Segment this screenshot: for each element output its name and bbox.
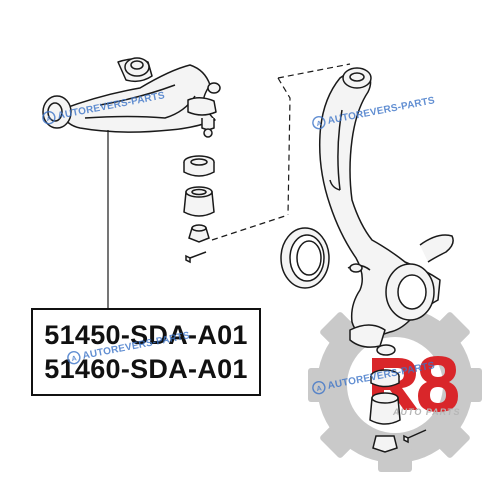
part-number-2: 51460-SDA-A01	[44, 354, 248, 384]
watermark-logo-icon: A	[312, 380, 326, 395]
watermark-3: A AUTOREVERS-PARTS	[66, 328, 191, 366]
watermark-4: A AUTOREVERS-PARTS	[311, 358, 436, 396]
part-number-1: 51450-SDA-A01	[44, 320, 248, 350]
part-number-box: 51450-SDA-A01 51460-SDA-A01	[31, 308, 261, 396]
svg-text:A: A	[71, 355, 77, 363]
upper-control-arm	[42, 57, 221, 138]
upper-ball-joint-parts	[183, 155, 215, 264]
watermark-2: A AUTOREVERS-PARTS	[311, 93, 436, 131]
watermark-1: A AUTOREVERS-PARTS	[41, 88, 166, 126]
lower-ball-joint-parts	[369, 344, 427, 453]
watermark-logo-icon: A	[42, 110, 56, 125]
dust-seal-ring	[280, 227, 330, 289]
watermark-logo-icon: A	[67, 350, 81, 365]
svg-text:A: A	[316, 120, 322, 128]
svg-text:A: A	[316, 385, 322, 393]
watermark-logo-icon: A	[312, 115, 326, 130]
logo-subtitle: AUTO PARTS	[393, 407, 461, 417]
svg-text:A: A	[46, 115, 52, 123]
steering-knuckle	[318, 67, 454, 348]
